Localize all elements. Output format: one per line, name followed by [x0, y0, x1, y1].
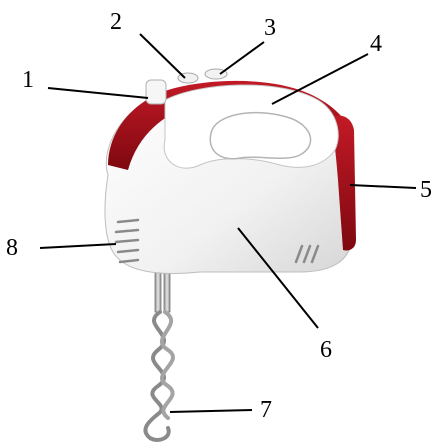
leader-7: [170, 410, 252, 412]
dough-hook: [145, 312, 173, 440]
label-8: 8: [6, 236, 18, 260]
label-4: 4: [370, 32, 382, 56]
label-1: 1: [22, 68, 34, 92]
beater-shafts: [155, 272, 170, 312]
leader-3: [220, 42, 264, 74]
label-6: 6: [320, 338, 332, 362]
leader-4: [272, 54, 368, 104]
eject-button: [146, 80, 166, 104]
handle-opening: [210, 113, 310, 159]
label-2: 2: [110, 10, 122, 34]
leader-2: [140, 34, 185, 78]
leader-1: [48, 88, 148, 98]
label-7: 7: [260, 398, 272, 422]
leader-8: [40, 244, 116, 248]
leader-5: [350, 185, 416, 188]
handle: [164, 85, 338, 168]
label-5: 5: [420, 178, 432, 202]
label-3: 3: [264, 16, 276, 40]
